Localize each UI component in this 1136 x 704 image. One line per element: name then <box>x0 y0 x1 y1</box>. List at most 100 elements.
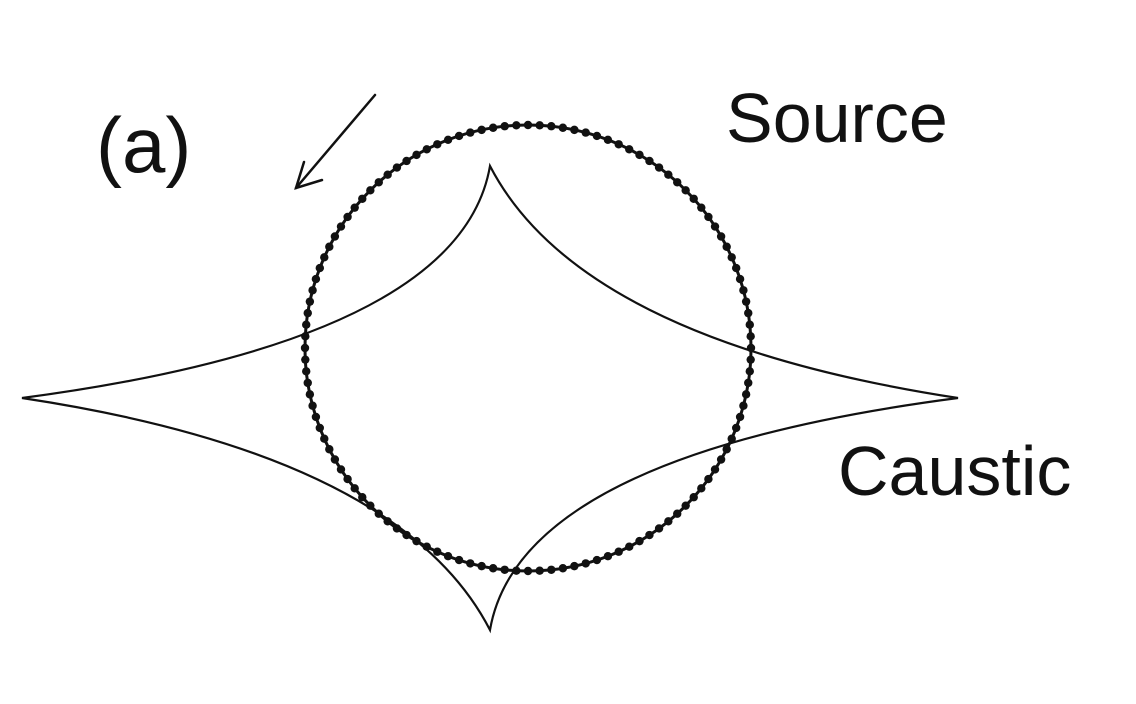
source-point <box>535 566 544 575</box>
source-point <box>500 565 509 574</box>
source-point <box>673 509 682 518</box>
source-point <box>308 286 317 295</box>
source-point <box>320 434 329 443</box>
source-point <box>689 493 698 502</box>
source-point <box>374 509 383 518</box>
source-point <box>746 343 756 353</box>
source-point <box>745 320 754 329</box>
source-point <box>320 253 329 262</box>
source-point <box>350 484 359 493</box>
source-circle <box>300 120 756 576</box>
source-point <box>336 222 346 231</box>
source-point <box>735 274 745 284</box>
source-point <box>581 559 590 568</box>
source-point <box>689 194 698 203</box>
source-point <box>315 263 325 273</box>
source-point <box>343 474 352 484</box>
source-point <box>745 367 754 376</box>
source-point <box>402 156 411 166</box>
source-point <box>741 297 751 306</box>
source-point <box>358 493 367 502</box>
source-point <box>301 355 310 364</box>
source-point <box>433 140 442 149</box>
source-point <box>500 122 509 131</box>
source-point <box>308 401 317 410</box>
source-point <box>625 542 634 551</box>
source-point <box>336 465 346 474</box>
source-point <box>681 186 690 195</box>
source-point <box>744 378 753 388</box>
source-point <box>392 524 402 533</box>
source-point <box>645 530 654 540</box>
source-point <box>570 125 579 135</box>
source-point <box>614 140 623 149</box>
source-point <box>614 547 623 556</box>
source-point <box>727 434 736 443</box>
source-point <box>645 156 654 166</box>
source-point <box>570 561 579 571</box>
source-point <box>697 203 706 212</box>
source-point <box>673 178 682 187</box>
source-point <box>722 445 731 454</box>
source-point <box>402 530 411 540</box>
source-point <box>558 123 568 132</box>
source-point <box>350 203 359 212</box>
source-point <box>488 564 498 573</box>
source-point <box>443 551 453 561</box>
panel-label: (a) <box>96 101 191 189</box>
source-point <box>746 355 755 364</box>
source-point <box>330 455 340 464</box>
source-point <box>681 501 690 510</box>
source-point <box>547 122 556 131</box>
source-point <box>466 559 475 568</box>
source-point <box>300 343 310 353</box>
source-point <box>731 263 741 273</box>
source-point <box>664 170 673 179</box>
source-point <box>433 547 442 556</box>
source-point <box>603 135 613 145</box>
source-point <box>558 564 568 573</box>
source-point <box>301 332 310 341</box>
source-point <box>412 536 421 546</box>
source-point <box>635 150 644 160</box>
source-point <box>716 232 726 241</box>
source-point <box>330 232 340 241</box>
source-point <box>311 412 321 422</box>
source-point <box>302 367 311 376</box>
source-point <box>302 320 311 329</box>
source-point <box>383 170 392 179</box>
source-point <box>422 145 431 154</box>
source-point <box>422 542 431 551</box>
source-point <box>358 194 367 203</box>
source-point <box>466 128 475 137</box>
source-point <box>741 390 751 399</box>
source-point <box>523 566 533 576</box>
source-label: Source <box>726 79 948 157</box>
source-point <box>343 212 352 222</box>
source-point <box>374 178 383 187</box>
source-point <box>592 131 602 141</box>
source-point <box>654 524 664 533</box>
source-point <box>488 123 498 132</box>
caustic-label: Caustic <box>838 432 1071 510</box>
source-point <box>454 555 464 565</box>
source-point <box>392 163 402 172</box>
source-point <box>303 378 312 388</box>
source-point <box>731 423 741 433</box>
source-point <box>625 145 634 154</box>
source-point <box>697 484 706 493</box>
source-point <box>710 465 720 474</box>
source-point <box>744 308 753 318</box>
source-point <box>722 242 731 251</box>
source-point <box>454 131 464 141</box>
source-point <box>477 125 486 135</box>
source-point <box>547 565 556 574</box>
source-point <box>746 332 755 341</box>
source-point <box>727 253 736 262</box>
source-point <box>603 551 613 561</box>
source-point <box>315 423 325 433</box>
source-point <box>512 566 521 575</box>
source-point <box>704 474 713 484</box>
source-point <box>664 517 673 526</box>
